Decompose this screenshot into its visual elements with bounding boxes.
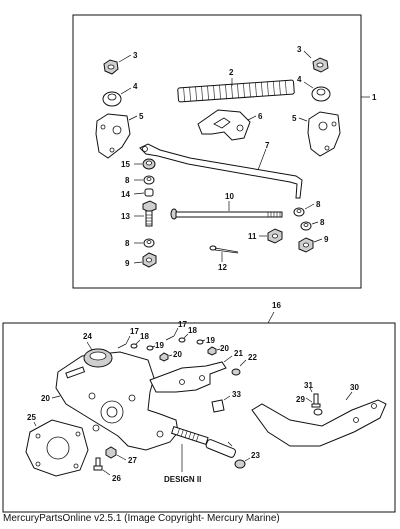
nut-part-28 <box>105 446 117 459</box>
callout-13: 13 <box>121 212 130 221</box>
link-rod-part <box>139 143 303 199</box>
callout-18-left: 18 <box>140 332 149 341</box>
callout-26: 25 <box>27 413 36 422</box>
lower-panel: 16 20 24 21 17 18 17 <box>2 301 396 513</box>
callout-8-left-upper: 8 <box>125 176 130 185</box>
callout-1: 1 <box>372 93 377 102</box>
bushing-part-22 <box>231 368 241 376</box>
design-ii-threaded-rod-part <box>171 425 209 445</box>
bushing-part-24 <box>234 459 246 469</box>
screw-part-30 <box>311 393 321 408</box>
callout-17-left: 17 <box>130 327 139 336</box>
callout-5-right: 5 <box>292 114 297 123</box>
callout-9-right: 9 <box>324 235 329 244</box>
upper-panel-frame <box>72 14 362 289</box>
cotter-pin-part <box>209 245 239 254</box>
callout-9-left: 9 <box>125 259 130 268</box>
washer-part-19-left <box>146 345 154 351</box>
lower-panel-frame <box>2 322 396 513</box>
stud-part <box>65 366 86 379</box>
bolt-part-27 <box>93 457 103 471</box>
callout-20-left: 20 <box>173 350 182 359</box>
callout-5-left: 5 <box>139 112 144 121</box>
callout-31: 30 <box>350 383 359 392</box>
washer-part-29 <box>313 408 323 416</box>
callout-8-right-upper: 8 <box>316 200 321 209</box>
callout-19-left: 19 <box>155 341 164 350</box>
callout-6: 6 <box>258 112 263 121</box>
callout-12: 12 <box>218 263 227 272</box>
callout-29: 29 <box>296 395 305 404</box>
callout-15: 15 <box>121 160 130 169</box>
threaded-rod-part <box>177 79 295 103</box>
callout-4-right: 4 <box>297 75 302 84</box>
washer-part-19-right <box>196 339 204 345</box>
callout-22: 22 <box>248 353 257 362</box>
callout-3-right: 3 <box>297 45 302 54</box>
spacer-part-14 <box>144 188 154 197</box>
callout-8-right-lower: 8 <box>320 218 325 227</box>
callout-7: 7 <box>265 141 270 150</box>
nut-part-20-right <box>207 346 217 356</box>
callout-30: 31 <box>304 381 313 390</box>
callout-18-right: 18 <box>188 326 197 335</box>
callout-24: 23 <box>251 451 260 460</box>
nut-part-20-left <box>159 352 169 362</box>
design-ii-label: DESIGN II <box>164 475 201 484</box>
callout-2: 2 <box>229 68 234 77</box>
callout-27: 26 <box>112 474 121 483</box>
copyright-caption: MercuryPartsOnline v2.5.1 (Image Copyrig… <box>3 513 280 524</box>
callout-21: 21 <box>234 349 243 358</box>
long-bolt-part <box>170 208 283 220</box>
upper-panel: 1 2 3 3 <box>72 14 377 289</box>
callout-23: 24 <box>83 332 92 341</box>
callout-17-right: 17 <box>178 320 187 329</box>
callout-20-right: 20 <box>220 344 229 353</box>
callout-32: 33 <box>232 390 241 399</box>
callout-4-left: 4 <box>133 82 138 91</box>
screw-part-17-right <box>165 335 175 341</box>
callout-10: 10 <box>225 192 234 201</box>
callout-3-left: 3 <box>133 51 138 60</box>
washer-part-18-left <box>130 343 138 349</box>
washer-part-18-right <box>178 337 186 343</box>
screw-part-17-left <box>117 343 127 349</box>
bolt-part-13 <box>142 200 157 227</box>
callout-25: 20 <box>41 394 50 403</box>
callout-8-left-lower: 8 <box>125 239 130 248</box>
sleeve-part-33 <box>205 439 237 458</box>
curved-arm-part <box>251 399 387 447</box>
mounting-plate-part <box>55 351 179 451</box>
bracket-part-left <box>95 113 131 159</box>
callout-19-right: 19 <box>206 336 215 345</box>
callout-14: 14 <box>121 190 130 199</box>
callout-11: 11 <box>248 232 257 241</box>
callout-16: 16 <box>272 301 281 310</box>
angle-bracket-part <box>149 361 227 393</box>
bracket-part-right <box>307 111 341 157</box>
grommet-part-32 <box>211 399 225 413</box>
callout-28: 27 <box>128 456 137 465</box>
